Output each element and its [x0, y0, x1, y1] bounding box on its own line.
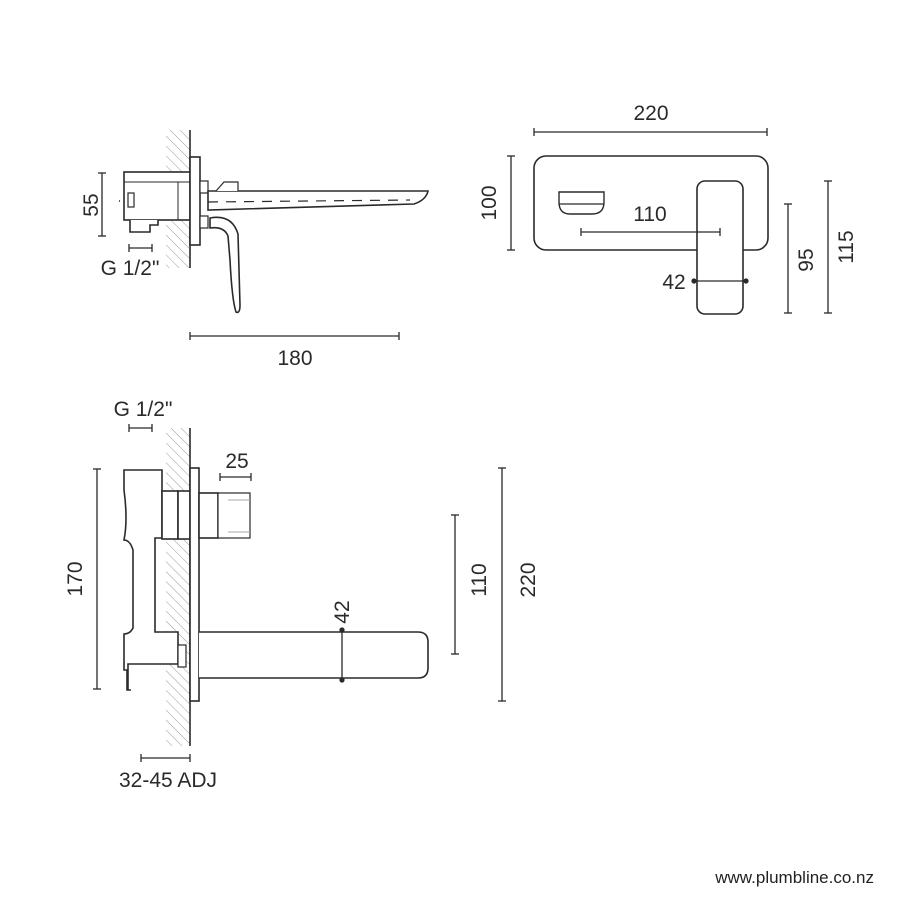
dim-220-section: 220 [517, 562, 540, 597]
dim-220-plate: 220 [633, 102, 668, 125]
dim-170: 170 [64, 561, 87, 596]
side-view [98, 130, 429, 340]
dim-100: 100 [478, 185, 501, 220]
dim-wall-adjust: 32-45 ADJ [119, 769, 217, 792]
wall-hatch-section [166, 428, 190, 746]
dim-thread-side: G 1/2" [101, 257, 160, 280]
section-view [93, 424, 506, 762]
dim-42-front: 42 [662, 271, 685, 294]
dim-110-front: 110 [633, 203, 666, 226]
dim-thread-section: G 1/2" [114, 398, 173, 421]
dim-25: 25 [225, 450, 248, 473]
dim-115: 115 [835, 230, 858, 263]
dim-42-section: 42 [331, 600, 354, 623]
dim-55: 55 [80, 193, 103, 216]
dim-110-section: 110 [468, 563, 491, 596]
website-link[interactable]: www.plumbline.co.nz [715, 868, 874, 887]
front-view [507, 128, 832, 315]
dim-95: 95 [795, 248, 818, 271]
dim-180: 180 [277, 347, 312, 370]
